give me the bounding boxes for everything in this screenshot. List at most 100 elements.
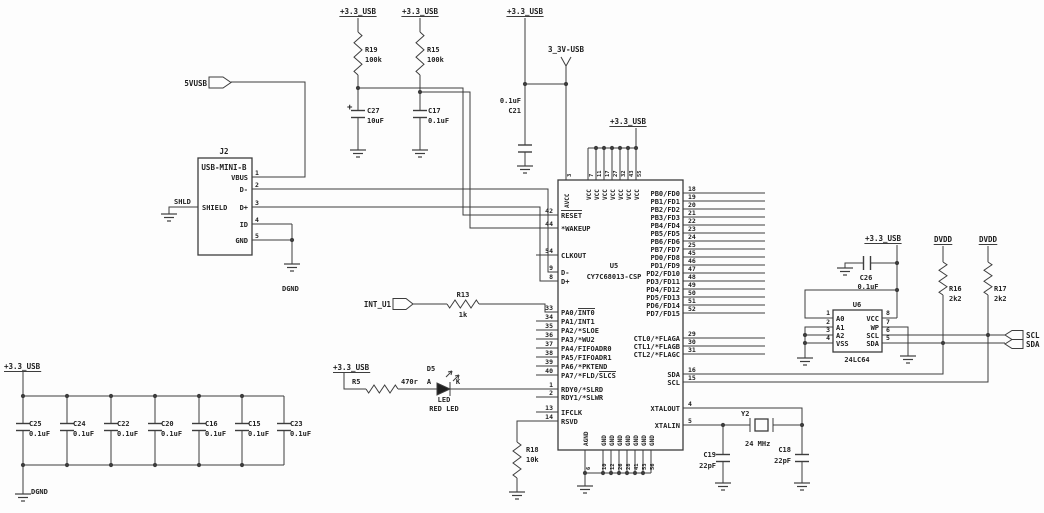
label-28: 28 [626, 463, 632, 470]
label-27: 27 [613, 170, 619, 177]
label-52: 52 [688, 305, 696, 313]
label-usb-mini-b: USB-MINI-B [201, 163, 247, 172]
label-45: 45 [688, 249, 696, 257]
label-gnd: GND [617, 435, 624, 446]
label-31: 31 [688, 346, 696, 354]
label-3: 3 [567, 174, 573, 177]
label-pd7-fd15: PD7/FD15 [646, 310, 680, 318]
label-0-1uf: 0.1uF [161, 430, 182, 438]
label-20: 20 [688, 201, 696, 209]
label-c25: C25 [29, 420, 42, 428]
label-c24: C24 [73, 420, 86, 428]
offpage-tag-scl [1004, 330, 1024, 340]
label-d: D- [561, 269, 569, 277]
wire [882, 326, 909, 356]
label-12: 12 [610, 463, 616, 470]
label-0-1uf: 0.1uF [248, 430, 269, 438]
label-0-1uf: 0.1uF [73, 430, 94, 438]
label-24: 24 [688, 233, 696, 241]
label-pb5-fd5: PB5/FD5 [650, 230, 680, 238]
label-pa4-fifoadr0: PA4/FIFOADR0 [561, 345, 612, 353]
label-55: 55 [637, 170, 643, 177]
label-rdy1-slwr: RDY1/*SLWR [561, 394, 604, 402]
label-0-1uf: 0.1uF [857, 283, 878, 291]
label-j2: J2 [219, 147, 228, 156]
wire [560, 56, 567, 67]
label-54: 54 [545, 247, 553, 255]
label-c17: C17 [428, 107, 441, 115]
label-c19: C19 [703, 451, 716, 459]
crystal-y2-body [754, 418, 769, 432]
label-3-3-usb: +3.3_USB [340, 7, 377, 16]
usb-connector-j2-body [197, 157, 253, 256]
label-49: 49 [688, 281, 696, 289]
label-sda: SDA [866, 340, 879, 348]
wire [343, 372, 366, 390]
label-vcc: VCC [586, 189, 593, 200]
junction-dot [632, 470, 638, 476]
label-c23: C23 [290, 420, 303, 428]
label-24-mhz: 24 MHz [745, 440, 770, 448]
label-3-3-usb: +3.3_USB [865, 234, 902, 243]
junction-dot [802, 340, 808, 346]
label-pd3-fd11: PD3/FD11 [646, 278, 680, 286]
label-13: 13 [545, 404, 553, 412]
junction-dot [108, 462, 114, 468]
label-gnd: GND [235, 237, 248, 245]
junction-dot [640, 470, 646, 476]
junction-dot [799, 422, 805, 428]
wire [683, 343, 944, 375]
wire [479, 303, 558, 313]
label-sda: SDA [667, 371, 680, 379]
label-56: 56 [650, 463, 656, 470]
label-ctl1-flagb: CTL1/*FLAGB [634, 343, 680, 351]
label-ctl2-flagc: CTL2/*FLAGC [634, 351, 680, 359]
label-3-3-usb: +3.3_USB [4, 362, 41, 371]
label-0-1uf: 0.1uF [500, 97, 521, 105]
junction-dot [616, 470, 622, 476]
label-d: D+ [240, 204, 248, 212]
label-ctl0-flaga: CTL0/*FLAGA [634, 335, 681, 343]
label-pb0-fd0: PB0/FD0 [650, 190, 680, 198]
label-pa6-pktend: PA6/*PKTEND [561, 363, 607, 371]
wire [516, 420, 558, 442]
label-47: 47 [688, 265, 696, 273]
label-2k2: 2k2 [994, 295, 1007, 303]
junction-dot [152, 393, 158, 399]
wire [252, 188, 558, 273]
label-0-1uf: 0.1uF [428, 117, 449, 125]
resistor-r16 [938, 261, 948, 296]
junction-dot [894, 287, 900, 293]
label-23: 23 [688, 225, 696, 233]
label-15: 15 [688, 374, 696, 382]
label-xtalout: XTALOUT [650, 405, 680, 413]
label-5: 5 [688, 417, 692, 425]
label-0-1uf: 0.1uF [117, 430, 138, 438]
label-u5: U5 [610, 262, 618, 270]
label-2: 2 [255, 181, 259, 189]
wire [231, 81, 306, 178]
label-14: 14 [545, 413, 553, 421]
junction-dot [601, 145, 607, 151]
wire [168, 206, 198, 214]
label-pa2-sloe: PA2/*SLOE [561, 327, 599, 335]
label-26: 26 [618, 463, 624, 470]
label-r13: R13 [457, 291, 470, 299]
label-pa7-fld-slcs: PA7/*FLD/SLCS [561, 372, 616, 380]
label-pd4-fd12: PD4/FD12 [646, 286, 680, 294]
label-470r: 470r [401, 378, 418, 386]
label-d: D- [240, 186, 248, 194]
junction-dot [720, 422, 726, 428]
label-4: 4 [688, 400, 692, 408]
label-red-led: RED LED [429, 405, 459, 413]
label-wakeup: *WAKEUP [561, 225, 591, 233]
wire [252, 206, 558, 282]
label-xtalin: XTALIN [655, 422, 680, 430]
resistor-r5 [365, 384, 399, 394]
junction-dot [522, 81, 528, 87]
junction-dot [239, 393, 245, 399]
label-dvdd: DVDD [979, 235, 998, 244]
label-vcc: VCC [618, 189, 625, 200]
label-53: 53 [642, 463, 648, 470]
junction-dot [985, 332, 991, 338]
